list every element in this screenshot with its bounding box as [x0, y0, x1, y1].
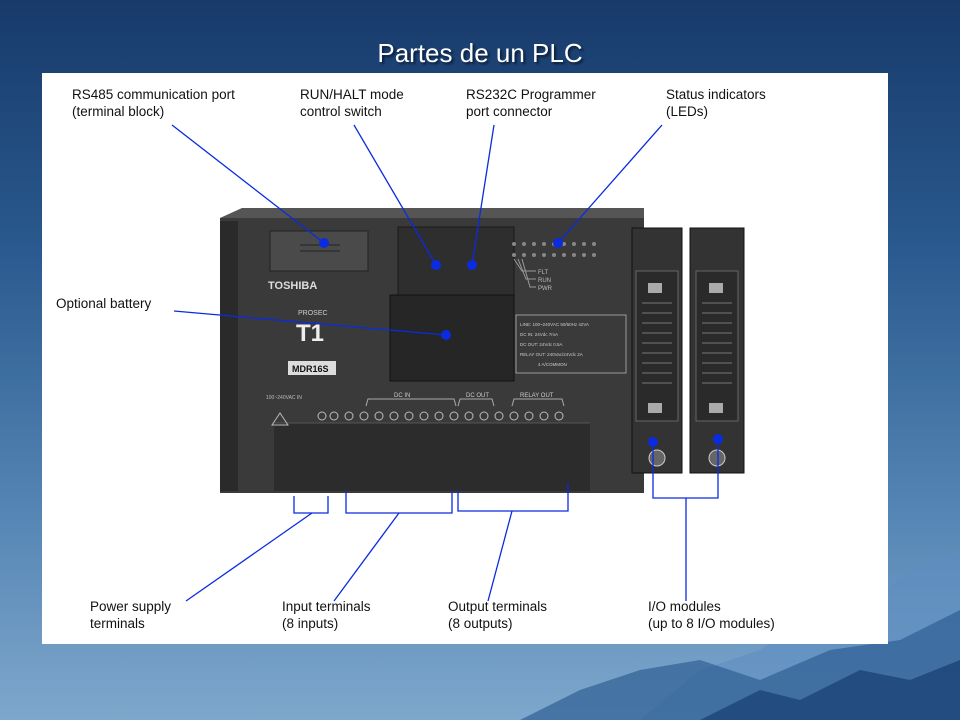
label-output-terminals: Output terminals(8 outputs)	[448, 599, 548, 631]
spec-line-5: 4 A/COMMON	[538, 362, 567, 367]
model-text: T1	[296, 320, 324, 347]
dc-out-text: DC OUT	[466, 393, 489, 399]
plc-illustration: TOSHIBA PROSEC T1 MDR16S 100~240VAC IN D…	[171, 124, 745, 602]
label-io-modules: I/O modules(up to 8 I/O modules)	[648, 599, 775, 631]
label-rs485-port: RS485 communication port(terminal block)	[72, 87, 235, 119]
spec-line-3: DC OUT: 24Vdc 0.5A	[520, 342, 563, 347]
spec-line-2: DC IN: 24Vdc 7mA	[520, 332, 558, 337]
slide-title: Partes de un PLC	[377, 38, 583, 68]
led-label-run: RUN	[538, 278, 551, 284]
model-code-text: MDR16S	[292, 364, 329, 374]
relay-out-text: RELAY OUT	[520, 393, 554, 399]
callout-lines	[171, 124, 719, 602]
callout-dots	[319, 238, 723, 447]
label-input-terminals: Input terminals(8 inputs)	[282, 599, 371, 631]
series-text: PROSEC	[298, 310, 328, 317]
label-optional-battery: Optional battery	[56, 296, 152, 311]
spec-line-1: LINE: 100~240VAC 50/60Hz 42VA	[520, 322, 589, 327]
plc-diagram: TOSHIBA PROSEC T1 MDR16S 100~240VAC IN D…	[42, 73, 888, 644]
spec-line-4: RELAY OUT: 240Vac/24Vdc 2A	[520, 352, 583, 357]
label-status-indicators: Status indicators(LEDs)	[666, 87, 766, 119]
power-spec-text: 100~240VAC IN	[266, 395, 302, 401]
led-label-pwr: PWR	[538, 286, 553, 292]
led-label-flt: FLT	[538, 270, 549, 276]
brand-text: TOSHIBA	[268, 280, 317, 292]
dc-in-text: DC IN	[394, 393, 410, 399]
